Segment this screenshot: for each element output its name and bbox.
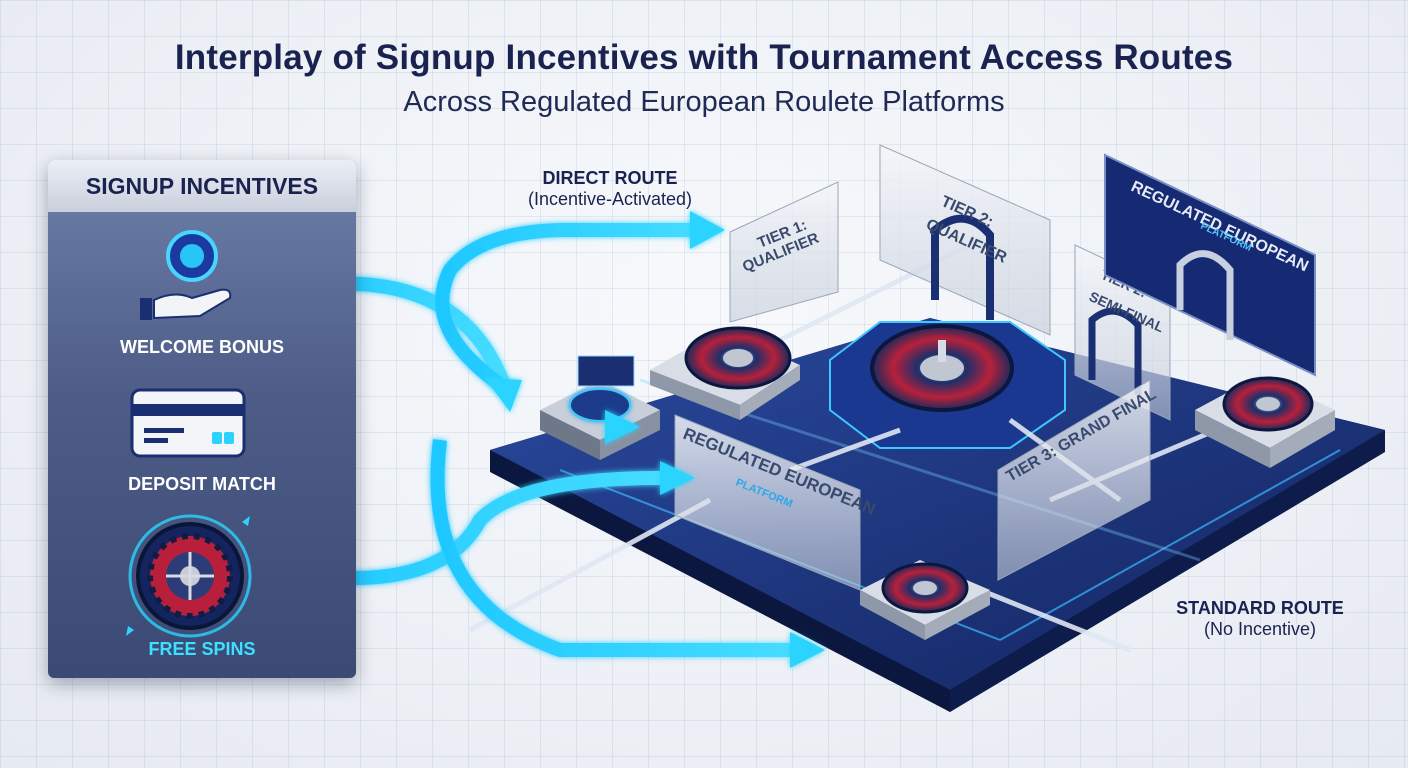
arrow-standard-route <box>430 439 790 657</box>
station-tier1 <box>650 326 800 420</box>
station-right <box>1195 375 1335 468</box>
roulette-wheel-icon <box>114 512 274 640</box>
direct-route-subtitle: (Incentive-Activated) <box>527 189 693 209</box>
standard-route-subtitle: (No Incentive) <box>1203 619 1317 639</box>
standard-route-label: STANDARD ROUTE (No Incentive) <box>1150 598 1370 640</box>
arrow-freespins-to-platform <box>290 471 661 585</box>
standard-route-title: STANDARD ROUTE <box>1176 598 1344 618</box>
sign-tier1-qualifier: TIER 1: QUALIFIER <box>729 181 839 323</box>
sign-tier2-qualifier: TIER 2: QUALIFIER <box>879 144 1051 336</box>
incentives-header: SIGNUP INCENTIVES <box>48 160 356 212</box>
page-subtitle: Across Regulated European Roulete Platfo… <box>403 86 1005 118</box>
direct-route-title: DIRECT ROUTE <box>542 168 678 188</box>
credit-card-icon <box>130 388 246 458</box>
page-title: Interplay of Signup Incentives with Tour… <box>174 38 1234 77</box>
station-bottom <box>860 560 990 640</box>
arrow-direct-route <box>435 223 700 394</box>
incentive-label-freespins: FREE SPINS <box>148 639 256 659</box>
incentives-panel: SIGNUP INCENTIVES WELCOME BONUS DEPOSIT … <box>48 160 356 678</box>
direct-route-label: DIRECT ROUTE (Incentive-Activated) <box>490 168 730 210</box>
incentive-label-deposit: DEPOSIT MATCH <box>128 474 276 494</box>
incentive-label-welcome: WELCOME BONUS <box>120 337 284 357</box>
arrows <box>290 223 790 657</box>
center-stage <box>829 321 1066 449</box>
hand-chip-icon <box>130 228 240 328</box>
arrowheads <box>485 211 825 668</box>
